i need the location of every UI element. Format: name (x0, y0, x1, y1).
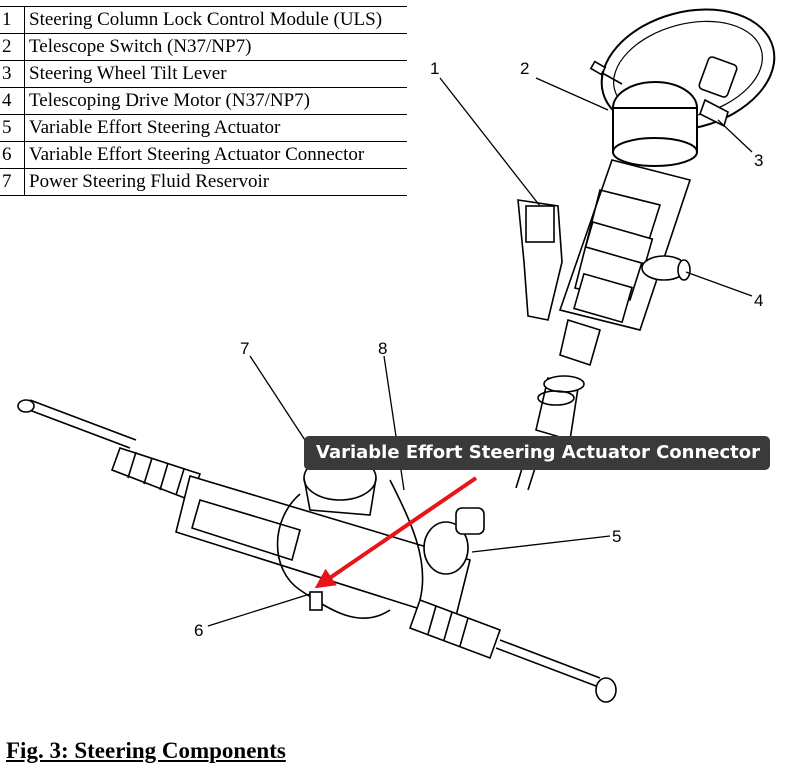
legend-label: Variable Effort Steering Actuator (24, 114, 407, 142)
callout-3: 3 (754, 151, 763, 170)
legend-number: 5 (0, 114, 25, 142)
legend-label: Steering Column Lock Control Module (ULS… (24, 6, 407, 34)
pointer-arrow (314, 476, 478, 589)
legend-number: 7 (0, 168, 25, 196)
callout-8: 8 (378, 339, 387, 358)
callout-7: 7 (240, 339, 249, 358)
legend-label: Telescope Switch (N37/NP7) (24, 33, 407, 61)
callout-4: 4 (754, 291, 763, 310)
callout-6: 6 (194, 621, 203, 640)
connector-tooltip: Variable Effort Steering Actuator Connec… (304, 436, 771, 470)
legend-label: Power Steering Fluid Reservoir (24, 168, 407, 196)
legend-number: 3 (0, 60, 25, 88)
tilt-lever (589, 56, 738, 128)
legend-number: 1 (0, 6, 25, 34)
callout-2: 2 (520, 59, 529, 78)
legend-label: Variable Effort Steering Actuator Connec… (24, 141, 407, 169)
legend-label: Telescoping Drive Motor (N37/NP7) (24, 87, 407, 115)
legend-label: Steering Wheel Tilt Lever (24, 60, 407, 88)
figure-caption: Fig. 3: Steering Components (6, 738, 286, 763)
legend-number: 6 (0, 141, 25, 169)
steering-column (515, 159, 692, 491)
steering-rack (17, 399, 617, 703)
callout-5: 5 (612, 527, 621, 546)
legend-number: 4 (0, 87, 25, 115)
callout-1: 1 (430, 59, 439, 78)
legend-number: 2 (0, 33, 25, 61)
steering-wheel (600, 8, 776, 167)
